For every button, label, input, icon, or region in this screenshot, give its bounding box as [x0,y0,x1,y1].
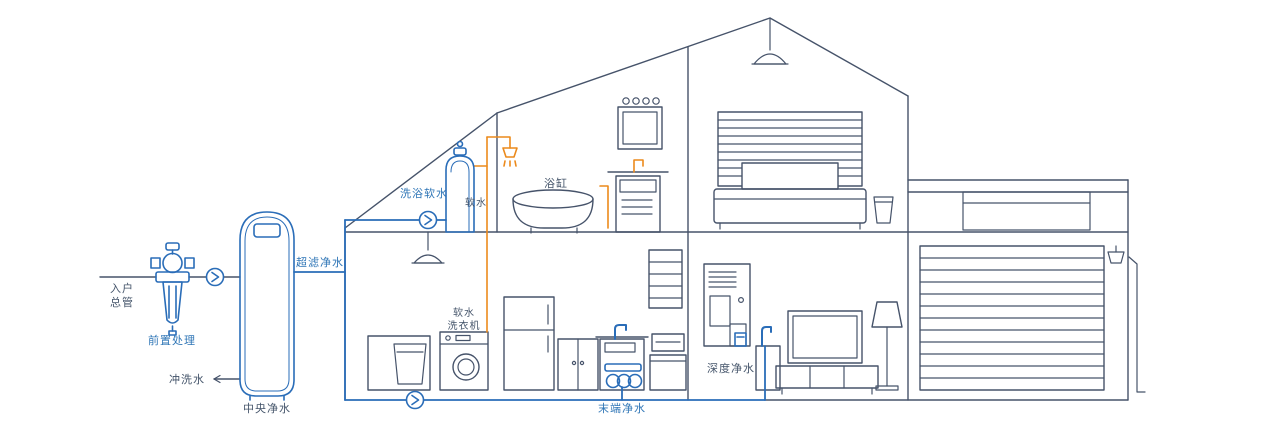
label-flush-water: 冲洗水 [169,372,205,386]
terminal-filter [604,363,643,389]
garage [907,179,1146,401]
flow-arrow-icon [405,390,425,410]
floor-lamp [871,301,903,391]
tv-stand [775,365,879,395]
pipe-soft-water [473,136,644,333]
sink-faucet-icon [614,324,627,340]
fridge [503,296,555,391]
vanity-faucet-icon [633,159,644,173]
kitchen-cabinet [557,338,599,391]
attic-bathroom [512,97,669,234]
sink-basin [604,342,636,353]
louver-window [648,249,683,309]
garage-door [919,245,1105,391]
pendant-lamp-bedroom [751,17,789,65]
wall-lamp [1107,245,1125,264]
pipe-ultrafiltration [293,219,766,401]
flow-arrow-icon [418,210,438,230]
water-softener [445,140,475,233]
central-purifier [239,211,295,401]
roof [344,17,909,229]
label-soft-water: 软水 [465,196,487,209]
house-outline [344,17,1129,401]
vanity [607,171,669,233]
laundry-cabinet [367,335,431,391]
washing-machine [439,331,489,391]
label-pre-treatment: 前置处理 [148,333,196,347]
downspout [1128,256,1146,393]
tap-icon [761,326,772,347]
deep-purifier-tap [734,326,772,347]
label-inlet-main-line2: 总管 [110,295,134,309]
waste-bin [873,196,894,224]
bathtub [512,189,594,234]
bedroom [713,17,894,230]
label-central-purifier: 中央净水 [243,401,291,415]
label-terminal-purifier: 末端净水 [598,401,646,415]
dispense-alcove [729,323,747,347]
tub-filler-pipe [599,185,609,229]
laundry-basket [393,343,427,385]
bed [713,162,867,230]
label-inlet-main-line1: 入户 [110,281,134,295]
flush-line [213,374,241,384]
mirror-cabinet [617,97,663,150]
label-deep-purifier: 深度净水 [707,361,755,375]
label-soft-washer-line1: 软水 [453,306,475,319]
shower-icon [502,147,518,158]
water-cup [734,332,747,347]
control-panel [253,223,281,238]
flow-arrow-icon [205,267,225,287]
first-floor [367,231,903,395]
tv [787,310,863,364]
wall-oven [649,333,687,391]
tap-cabinet [755,345,781,391]
pendant-lamp-laundry [411,231,445,264]
label-soft-washer-line2: 洗衣机 [448,319,481,332]
label-bath-softener: 洗浴软水 [400,186,448,200]
label-bathtub: 浴缸 [544,176,568,190]
headboard [741,162,839,190]
pre-filter [150,242,195,336]
roof-deck [962,191,1091,231]
label-ultra-filtration: 超滤净水 [296,255,344,269]
